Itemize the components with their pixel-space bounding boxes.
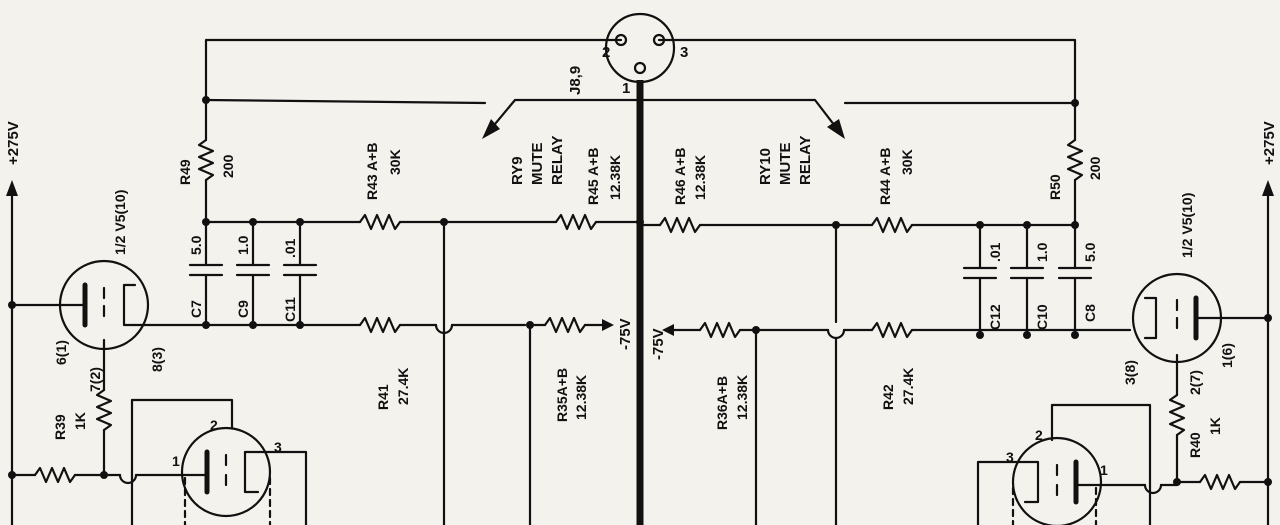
tube-v5-left: 1/2 V5(10) 6(1) 7(2) 8(3) R39 1K xyxy=(10,190,165,484)
tube-right-lower-pin2: 2 xyxy=(1035,427,1043,443)
r44-ref: R44 A+B xyxy=(877,148,893,205)
r50-ref: R50 xyxy=(1047,174,1063,200)
relay-ry9-label: RY9 MUTE RELAY xyxy=(509,136,566,185)
r45-value: 12.38K xyxy=(607,155,623,200)
tube-right-name: 1/2 V5(10) xyxy=(1179,193,1195,258)
r45-ref: R45 A+B xyxy=(585,148,601,205)
r49-value: 200 xyxy=(220,154,236,178)
tube-right-lower: 1 2 3 xyxy=(976,403,1179,525)
c12-value: .01 xyxy=(987,242,1003,262)
r36-ref: R36A+B xyxy=(714,376,730,430)
r35-value: 12.38K xyxy=(573,375,589,420)
c9-ref: C9 xyxy=(235,300,251,318)
c8-value: 5.0 xyxy=(1082,242,1098,262)
tube-left-lower-pin2: 2 xyxy=(210,417,218,433)
r49-ref: R49 xyxy=(177,159,193,185)
r50-value: 200 xyxy=(1087,156,1103,180)
relay-ry9-contact xyxy=(482,98,642,139)
c7-value: 5.0 xyxy=(188,235,204,255)
r40-ref: R40 xyxy=(1187,432,1203,458)
left-network: R49 200 R43 A+B 30K R45 A+B 12.38K C7 5.… xyxy=(148,98,644,525)
tube-right-lower-pin1: 1 xyxy=(1100,462,1108,478)
c10-ref: C10 xyxy=(1034,304,1050,330)
relay-ry10-contact xyxy=(638,98,845,139)
r41-ref: R41 xyxy=(375,384,391,410)
r42-value: 27.4K xyxy=(900,368,916,405)
neg-supply-left-label: -75V xyxy=(617,318,634,350)
svg-text:RELAY: RELAY xyxy=(549,136,566,185)
connector-pin3-label: 3 xyxy=(680,44,688,61)
svg-text:MUTE: MUTE xyxy=(529,143,546,186)
c12-ref: C12 xyxy=(987,304,1003,330)
r39-ref: R39 xyxy=(52,414,68,440)
r39-value: 1K xyxy=(72,412,88,430)
neg-supply-right-label: -75V xyxy=(650,328,667,360)
r35-ref: R35A+B xyxy=(554,368,570,422)
top-wiring xyxy=(202,38,1079,107)
tube-left-grid-pin: 6(1) xyxy=(53,340,69,365)
supply-left-label: +275V xyxy=(5,121,22,165)
tube-v5-right: 1/2 V5(10) 1(6) 2(7) 3(8) R40 1K xyxy=(1122,193,1270,491)
tube-left-lower: 1 2 3 xyxy=(102,398,308,525)
supply-left: +275V xyxy=(5,121,22,525)
tube-right-cathode-pin: 2(7) xyxy=(1187,370,1203,395)
tube-right-plate-pin: 3(8) xyxy=(1122,360,1138,385)
tube-left-cathode-pin: 7(2) xyxy=(87,367,103,392)
svg-text:RELAY: RELAY xyxy=(797,136,814,185)
r46-ref: R46 A+B xyxy=(672,148,688,205)
tube-left-name: 1/2 V5(10) xyxy=(112,190,128,255)
r42-ref: R42 xyxy=(880,384,896,410)
relay-ry10-label: RY10 MUTE RELAY xyxy=(757,136,814,185)
tube-left-lower-pin3: 3 xyxy=(274,439,282,455)
c8-ref: C8 xyxy=(1082,304,1098,322)
right-network: R50 200 R46 A+B 12.38K R44 A+B 30K C12 .… xyxy=(638,101,1132,525)
svg-text:RY9: RY9 xyxy=(509,156,526,185)
c10-value: 1.0 xyxy=(1034,242,1050,262)
tube-left-lower-pin1: 1 xyxy=(172,453,180,469)
svg-text:RY10: RY10 xyxy=(757,148,774,185)
c11-value: .01 xyxy=(282,238,298,258)
svg-text:MUTE: MUTE xyxy=(777,143,794,186)
r40-value: 1K xyxy=(1207,417,1223,435)
r41-value: 27.4K xyxy=(395,368,411,405)
r44-value: 30K xyxy=(899,149,915,175)
connector-j8-9: 2 3 1 J8,9 xyxy=(567,12,688,97)
r43-value: 30K xyxy=(387,149,403,175)
tube-right-grid-pin: 1(6) xyxy=(1219,343,1235,368)
connector-pin2-label: 2 xyxy=(602,44,610,61)
c7-ref: C7 xyxy=(188,300,204,318)
c11-ref: C11 xyxy=(282,297,298,322)
connector-pin1-label: 1 xyxy=(622,80,630,97)
tube-right-lower-pin3: 3 xyxy=(1006,449,1014,465)
r36-value: 12.38K xyxy=(734,375,750,420)
tube-left-plate-pin: 8(3) xyxy=(149,347,165,372)
r43-ref: R43 A+B xyxy=(364,143,380,200)
connector-ref-label: J8,9 xyxy=(567,66,584,95)
c9-value: 1.0 xyxy=(235,235,251,255)
supply-right-label: +275V xyxy=(1261,121,1278,165)
r46-value: 12.38K xyxy=(692,155,708,200)
supply-right: +275V xyxy=(1261,121,1278,525)
